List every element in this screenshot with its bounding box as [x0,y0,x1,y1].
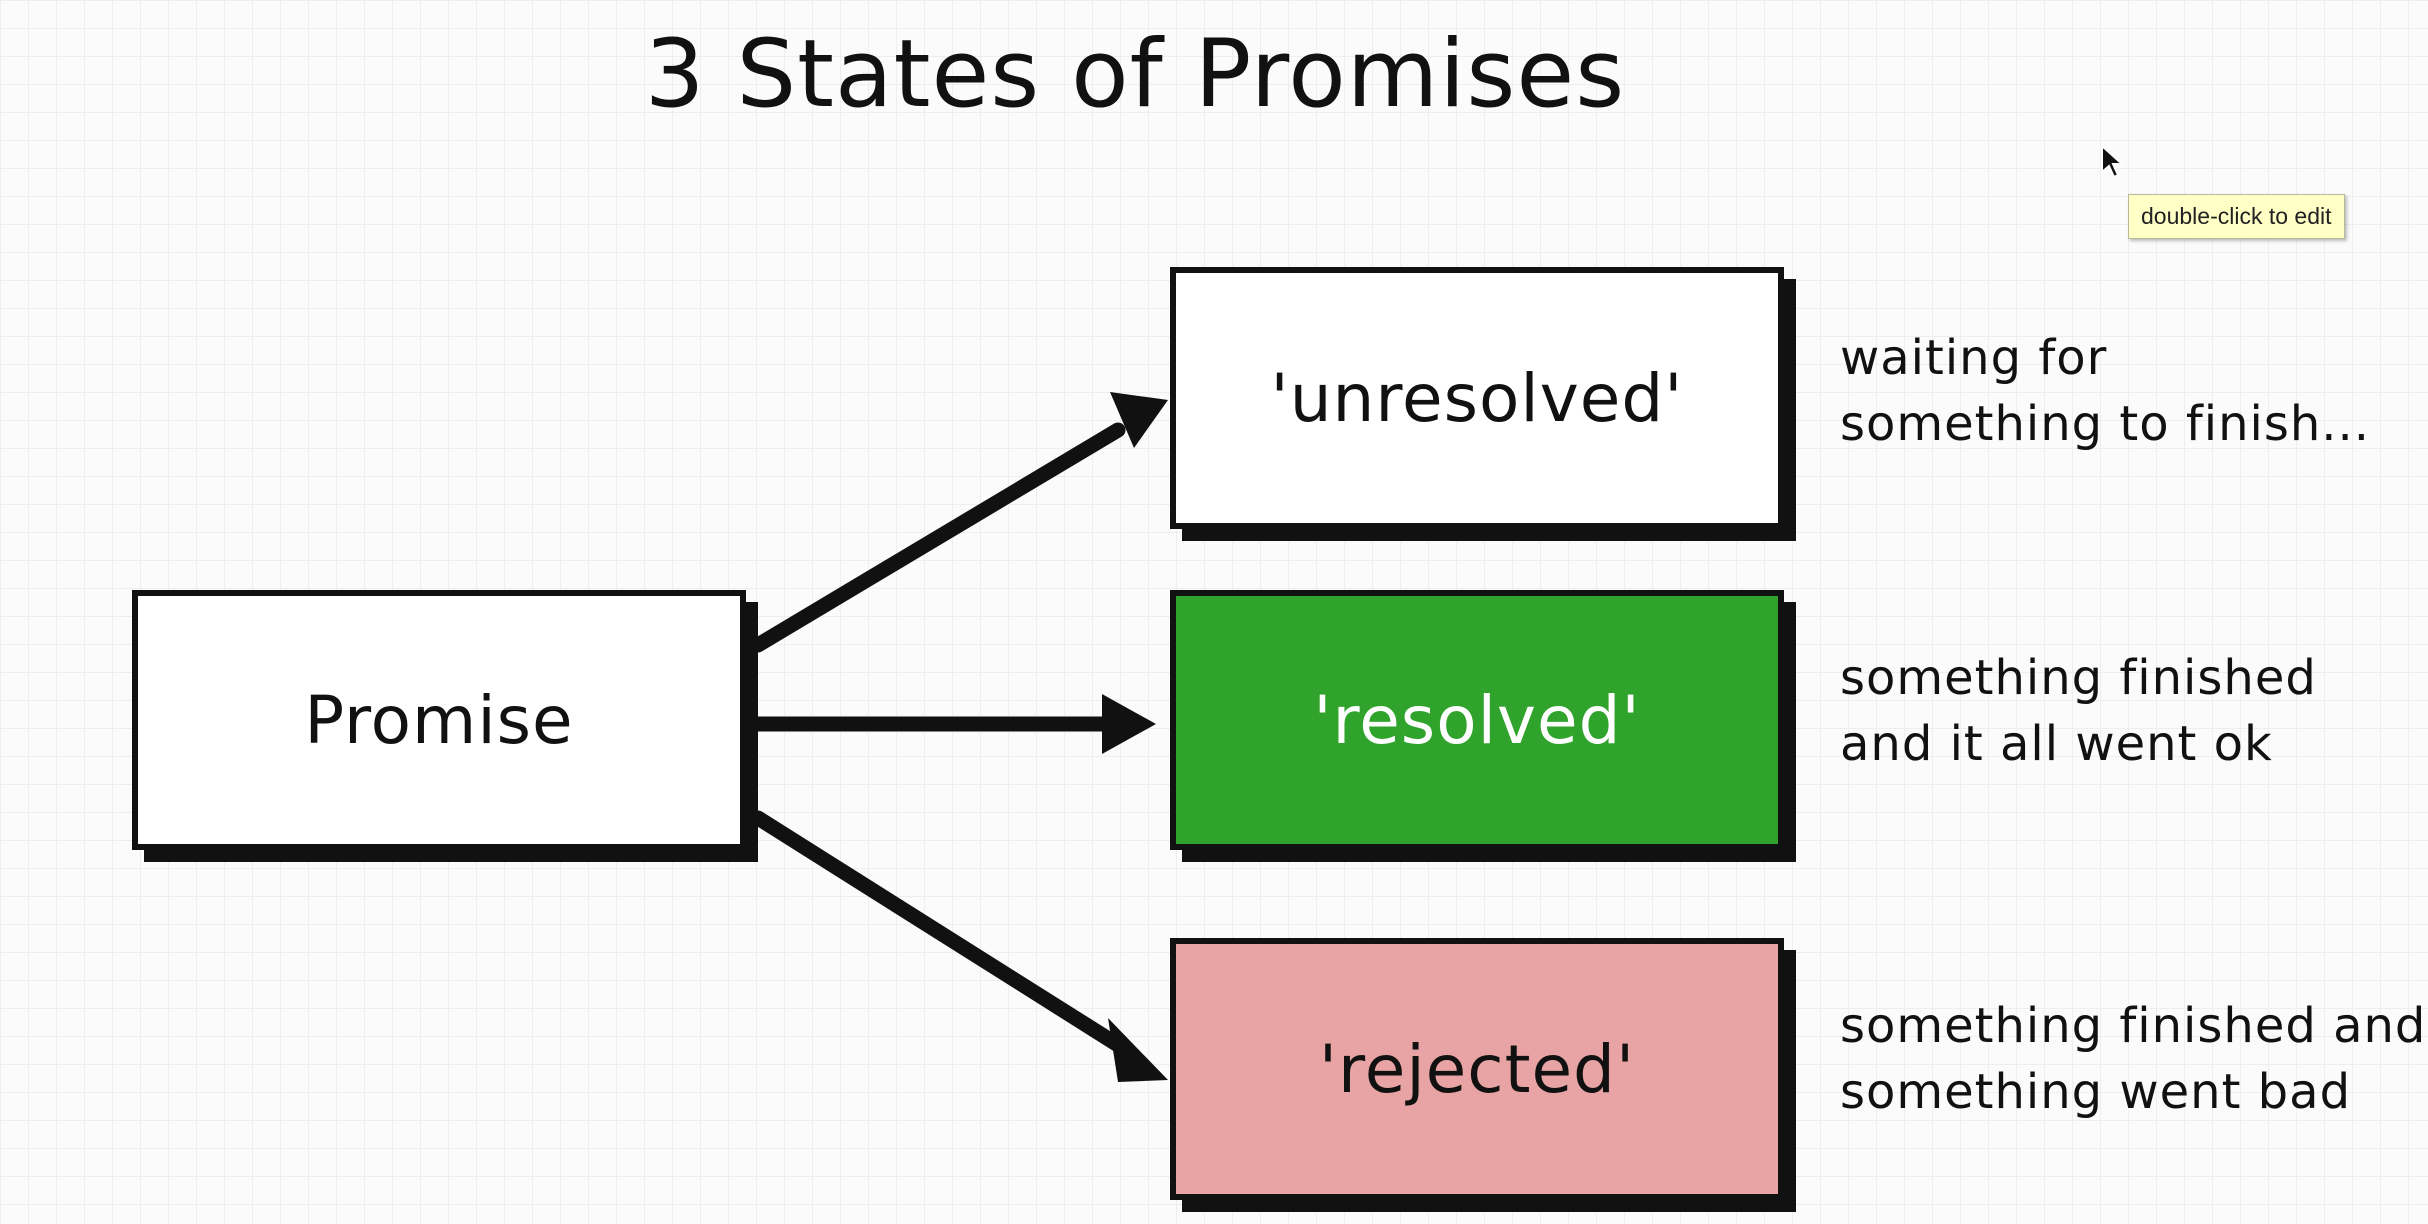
resolved-description-line-1: something finished [1840,650,2317,706]
promise-box[interactable]: Promise [132,590,746,850]
arrow-to-rejected [750,810,1126,1053]
diagram-title: 3 States of Promises [644,20,1626,129]
rejected-box[interactable]: 'rejected' [1170,938,1784,1200]
arrow-cursor-icon [2101,144,2124,179]
resolved-description-line-2: and it all went ok [1840,716,2273,772]
tooltip: double-click to edit [2128,194,2345,239]
rejected-label: 'rejected' [1318,1030,1636,1108]
unresolved-description: waiting for something to finish... [1840,325,2420,457]
promise-label: Promise [304,681,574,759]
resolved-label: 'resolved' [1313,681,1641,759]
arrowhead-resolved [1102,694,1156,754]
rejected-description-line-1: something finished and [1840,998,2427,1054]
unresolved-description-line-1: waiting for [1840,330,2108,386]
unresolved-description-line-2: something to finish... [1840,396,2371,452]
rejected-description-line-2: something went bad [1840,1064,2352,1120]
rejected-description: something finished and something went ba… [1840,993,2427,1125]
unresolved-label: 'unresolved' [1270,359,1684,437]
arrowhead-unresolved [1110,392,1168,448]
resolved-box[interactable]: 'resolved' [1170,590,1784,850]
arrowhead-rejected [1108,1018,1168,1082]
unresolved-box[interactable]: 'unresolved' [1170,267,1784,529]
resolved-description: something finished and it all went ok [1840,645,2420,777]
arrow-to-unresolved [750,422,1126,653]
